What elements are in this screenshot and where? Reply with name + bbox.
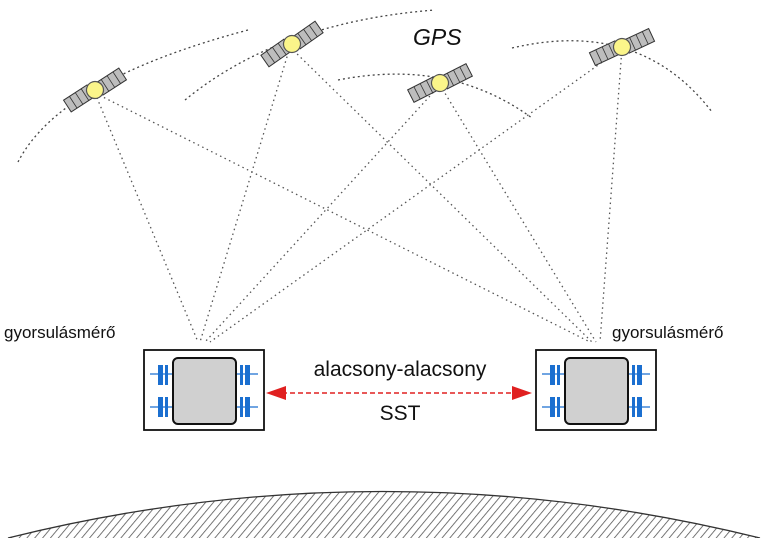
gps-orbits [17, 9, 713, 163]
sst-link-arrow [266, 386, 532, 400]
left-device-label: gyorsulásmérő [4, 323, 116, 342]
orbit-arc [17, 29, 249, 163]
gps-label: GPS [413, 24, 462, 50]
accelerometer-satellite-icon [535, 349, 657, 431]
satellite-icon [258, 19, 326, 69]
accelerometer-satellite-icon [143, 349, 265, 431]
earth-surface [7, 490, 761, 538]
orbit-arc [184, 9, 436, 101]
right-device-label: gyorsulásmérő [612, 323, 724, 342]
satellite-icon [587, 27, 657, 67]
satellite-icon [61, 66, 129, 114]
link-label-bottom: SST [380, 402, 421, 425]
link-label-top: alacsony-alacsony [314, 358, 487, 381]
tracking-lines [94, 46, 623, 343]
